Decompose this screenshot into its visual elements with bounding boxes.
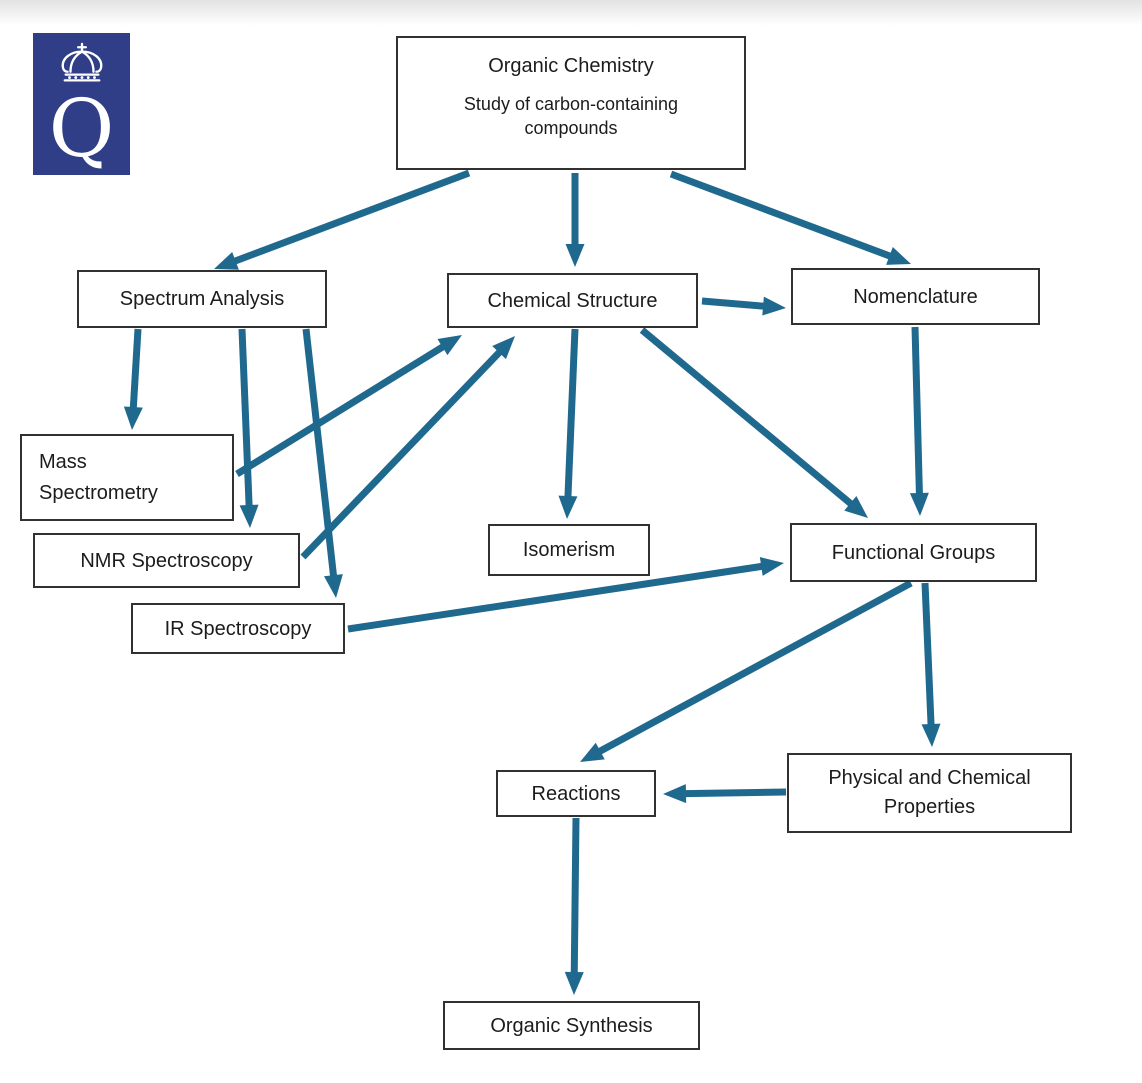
arrow-mass-spectrometry-to-chemical-structure [235,335,462,477]
node-reactions: Reactions [496,770,656,817]
node-label: Mass Spectrometry [39,450,158,504]
arrow-functional-groups-to-reactions [580,579,913,762]
node-chemical-structure: Chemical Structure [447,273,698,328]
crown-icon [53,42,111,95]
node-label: Spectrum Analysis [119,288,285,310]
node-mass-spectrometry: Mass Spectrometry [20,434,234,521]
node-functional-groups: Functional Groups [790,523,1037,582]
top-gradient [0,0,1142,26]
university-logo: Q [33,33,130,175]
arrow-spectrum-analysis-to-mass-spectrometry [123,328,143,430]
node-label: Organic Synthesis [490,1014,653,1037]
node-nomenclature: Nomenclature [791,268,1040,325]
node-organic-chemistry: Organic Chemistry Study of carbon-contai… [396,36,746,170]
node-label: Nomenclature [853,285,978,308]
arrow-nomenclature-to-functional-groups [909,326,929,516]
node-subtitle: Study of carbon-containing compounds [463,94,679,139]
arrow-nmr-spectroscopy-to-chemical-structure [300,336,515,560]
arrow-reactions-to-organic-synthesis [564,817,584,995]
arrow-chemical-structure-to-functional-groups [639,327,868,518]
arrow-chemical-structure-to-nomenclature [701,296,786,316]
arrow-organic-chemistry-to-nomenclature [669,170,911,265]
node-spectrum-analysis: Spectrum Analysis [77,270,327,328]
arrow-spectrum-analysis-to-nmr-spectroscopy [238,328,259,528]
node-title: Organic Chemistry [488,55,654,77]
node-label: Isomerism [522,539,616,561]
arrow-organic-chemistry-to-spectrum-analysis [214,169,471,270]
node-label: NMR Spectroscopy [80,549,253,572]
node-label: Reactions [531,782,621,805]
node-isomerism: Isomerism [488,524,650,576]
arrow-ir-spectroscopy-to-functional-groups [347,557,784,633]
arrow-spectrum-analysis-to-ir-spectroscopy [302,328,343,598]
arrow-functional-groups-to-physical-chemical-properties [921,582,941,747]
node-label: Chemical Structure [487,289,658,312]
logo-letter: Q [48,82,115,175]
node-label: Functional Groups [831,541,996,564]
node-physical-chemical-properties: Physical and Chemical Properties [787,753,1072,833]
node-label: Physical and Chemical Properties [828,767,1031,818]
node-ir-spectroscopy: IR Spectroscopy [131,603,345,654]
arrow-organic-chemistry-to-chemical-structure [565,173,585,267]
node-label: IR Spectroscopy [164,617,312,640]
node-organic-synthesis: Organic Synthesis [443,1001,700,1050]
node-nmr-spectroscopy: NMR Spectroscopy [33,533,300,588]
arrow-chemical-structure-to-isomerism [558,328,579,519]
arrow-physical-chemical-properties-to-reactions [663,784,787,804]
